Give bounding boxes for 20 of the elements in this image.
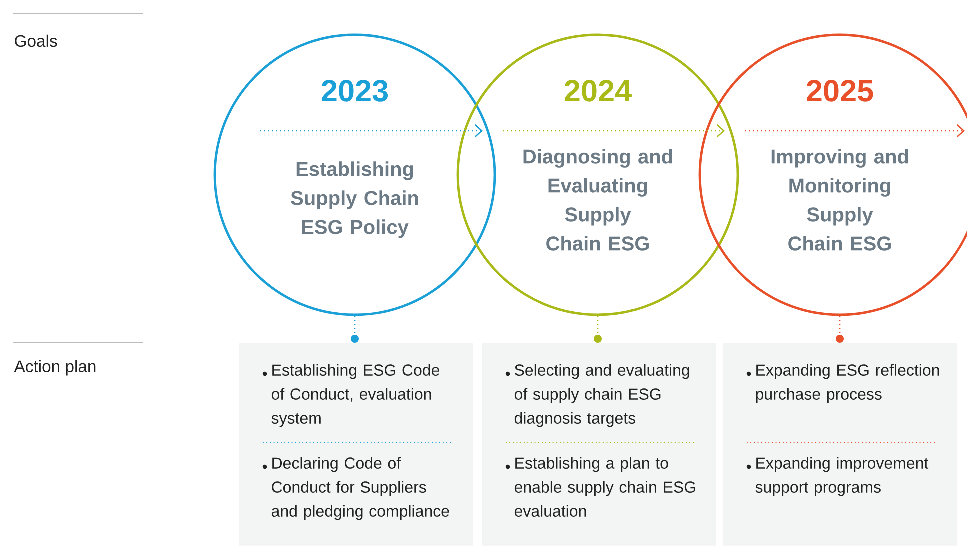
goal-title: Diagnosing and Evaluating Supply Chain ESG [524, 149, 672, 251]
action-item: Establishing a plan to enable supply chain ESG evaluation [514, 457, 696, 517]
year-label: 2025 [806, 80, 874, 102]
connector [260, 124, 483, 138]
goal-title: Establishing Supply Chain ESG Policy [291, 162, 418, 238]
connector [745, 124, 965, 138]
section-label: Action plan [14, 360, 96, 376]
connector [594, 316, 602, 343]
connector [503, 124, 725, 138]
action-item: Declaring Code of Conduct for Suppliers and pledging compliance [272, 457, 450, 520]
section-label: Goals [15, 34, 58, 48]
action-item: Expanding improvement support programs [756, 457, 929, 496]
connector [836, 316, 844, 343]
goal-title: Improving and Monitoring Supply Chain ESG [772, 149, 908, 251]
action-item: Expanding ESG reflection purchase process [756, 364, 940, 404]
action-item: Establishing ESG Code of Conduct, evaluation system [272, 364, 440, 428]
year-label: 2023 [322, 80, 388, 102]
action-item: Selecting and evaluating of supply chain ESG diagnosis targets [514, 364, 690, 428]
year-label: 2024 [564, 80, 632, 102]
connector [351, 316, 359, 343]
